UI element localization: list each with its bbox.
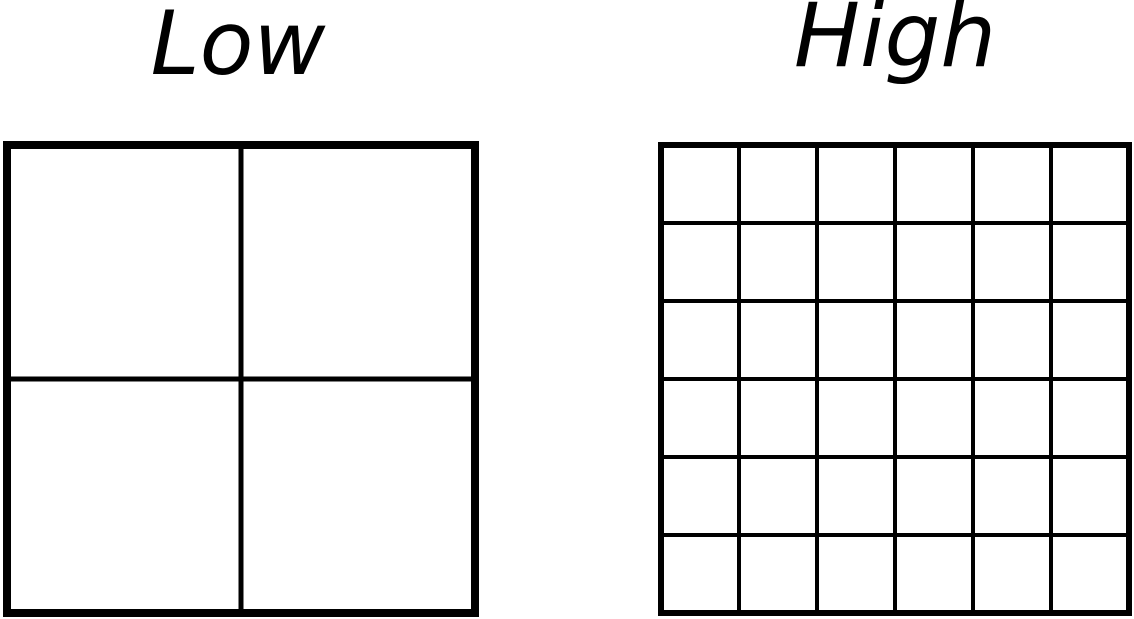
high-resolution-grid-border: [658, 142, 1132, 616]
low-resolution-grid-border: [3, 141, 479, 617]
low-resolution-label: Low: [150, 0, 326, 95]
high-resolution-label: High: [793, 0, 997, 87]
